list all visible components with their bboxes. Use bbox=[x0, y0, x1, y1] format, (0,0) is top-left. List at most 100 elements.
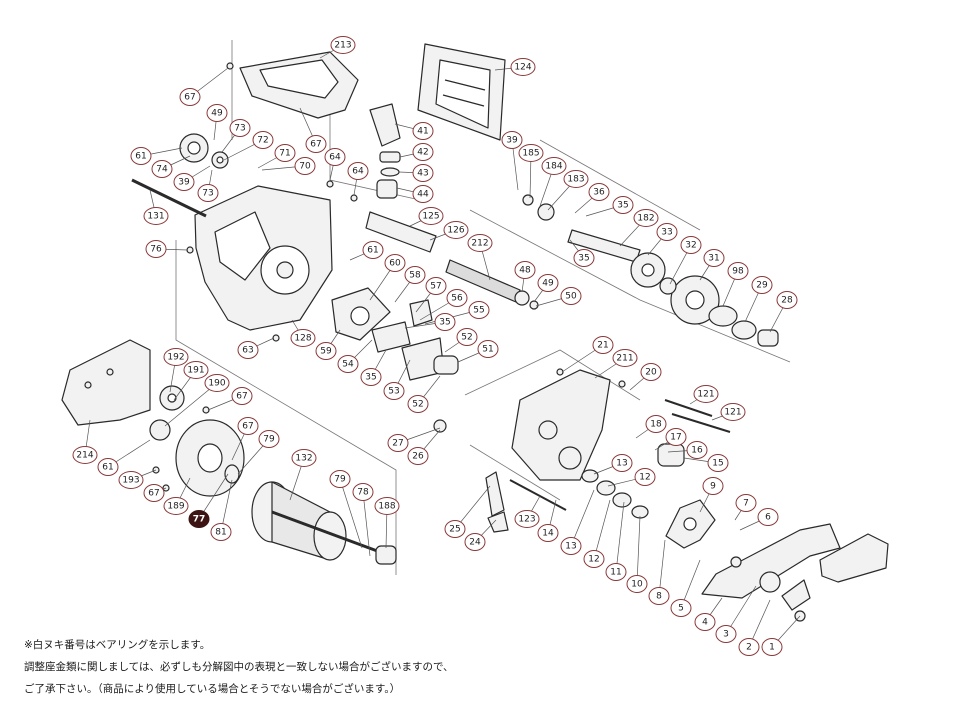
callout-number: 51 bbox=[482, 345, 493, 355]
callout-number: 6 bbox=[765, 513, 771, 523]
part-callout-13: 13 bbox=[560, 537, 582, 555]
callout-oval bbox=[456, 328, 478, 346]
part-callout-78: 78 bbox=[352, 483, 374, 501]
part-callout-211: 211 bbox=[612, 349, 638, 367]
part-callout-24: 24 bbox=[464, 533, 486, 551]
callout-oval bbox=[374, 497, 400, 515]
callout-oval bbox=[645, 415, 667, 433]
callout-number: 182 bbox=[637, 214, 654, 224]
part-callout-61: 61 bbox=[362, 241, 384, 259]
part-callout-193: 193 bbox=[118, 471, 144, 489]
handle-knob-part bbox=[819, 533, 889, 583]
part-callout-67: 67 bbox=[305, 135, 327, 153]
callout-oval bbox=[751, 276, 773, 294]
callout-oval bbox=[352, 483, 374, 501]
callout-oval bbox=[188, 510, 210, 528]
callout-oval bbox=[514, 510, 540, 528]
callout-oval bbox=[612, 349, 638, 367]
callout-oval bbox=[315, 342, 337, 360]
callout-oval bbox=[324, 148, 346, 166]
callout-oval bbox=[735, 494, 757, 512]
callout-number: 79 bbox=[263, 435, 275, 445]
callout-number: 67 bbox=[148, 489, 159, 499]
part-callout-31: 31 bbox=[703, 249, 725, 267]
assembly-guide-lines bbox=[175, 40, 791, 575]
callout-number: 124 bbox=[514, 63, 531, 73]
part-callout-15: 15 bbox=[707, 454, 729, 472]
callout-number: 17 bbox=[670, 433, 681, 443]
part-callout-189: 189 bbox=[163, 497, 189, 515]
callout-oval bbox=[563, 170, 589, 188]
callout-number: 185 bbox=[522, 149, 539, 159]
callout-number: 11 bbox=[610, 568, 621, 578]
callout-oval bbox=[611, 454, 633, 472]
callout-oval bbox=[97, 458, 119, 476]
callout-number: 61 bbox=[102, 463, 113, 473]
callout-number: 67 bbox=[236, 392, 247, 402]
callout-number: 191 bbox=[187, 366, 204, 376]
callout-oval bbox=[387, 434, 409, 452]
callout-number: 73 bbox=[234, 124, 245, 134]
part-callout-39: 39 bbox=[173, 173, 195, 191]
leader-line-12 bbox=[593, 499, 611, 560]
callout-oval bbox=[757, 508, 779, 526]
callout-number: 189 bbox=[167, 502, 184, 512]
part-callout-73: 73 bbox=[197, 184, 219, 202]
callout-number: 184 bbox=[545, 162, 562, 172]
callout-oval bbox=[163, 348, 189, 366]
callout-oval bbox=[464, 533, 486, 551]
diagram-notes: ※白ヌキ番号はベアリングを示します。 調整座金類に関しましては、必ずしも分解図中… bbox=[24, 634, 924, 700]
part-callout-70: 70 bbox=[294, 157, 316, 175]
callout-number: 24 bbox=[469, 538, 481, 548]
bearing-note: ※白ヌキ番号はベアリングを示します。 bbox=[24, 639, 211, 651]
callout-oval bbox=[360, 368, 382, 386]
callout-number: 50 bbox=[565, 292, 577, 302]
callout-oval bbox=[362, 241, 384, 259]
callout-oval bbox=[738, 638, 760, 656]
callout-oval bbox=[693, 385, 719, 403]
right-side-frame-part bbox=[511, 369, 611, 481]
callout-number: 77 bbox=[193, 515, 206, 525]
part-callout-131: 131 bbox=[143, 207, 169, 225]
part-callout-121: 121 bbox=[693, 385, 719, 403]
callout-number: 72 bbox=[257, 136, 268, 146]
callout-oval bbox=[412, 185, 434, 203]
part-callout-9: 9 bbox=[702, 477, 724, 495]
callout-oval bbox=[210, 523, 232, 541]
callout-number: 8 bbox=[656, 592, 662, 602]
callout-oval bbox=[588, 183, 610, 201]
part-callout-126: 126 bbox=[443, 221, 469, 239]
callout-oval bbox=[425, 277, 447, 295]
callout-number: 26 bbox=[412, 452, 424, 462]
callout-oval bbox=[514, 261, 536, 279]
part-callout-53: 53 bbox=[383, 382, 405, 400]
callout-oval bbox=[592, 336, 614, 354]
part-callout-32: 32 bbox=[680, 236, 702, 254]
callout-number: 56 bbox=[451, 294, 463, 304]
callout-oval bbox=[231, 387, 253, 405]
callout-oval bbox=[237, 417, 259, 435]
callout-oval bbox=[258, 430, 280, 448]
callout-oval bbox=[776, 291, 798, 309]
callout-number: 70 bbox=[299, 162, 311, 172]
callout-oval bbox=[197, 184, 219, 202]
part-callout-67: 67 bbox=[231, 387, 253, 405]
callout-oval bbox=[694, 613, 716, 631]
adjustment-washer-note: 調整座金類に関しましては、必ずしも分解図中の表現と一致しない場合がございますので… bbox=[24, 661, 454, 673]
part-callout-16: 16 bbox=[686, 441, 708, 459]
callout-number: 190 bbox=[208, 379, 225, 389]
callout-oval bbox=[434, 313, 456, 331]
callout-number: 13 bbox=[616, 459, 627, 469]
callout-number: 60 bbox=[389, 259, 401, 269]
callout-number: 12 bbox=[639, 473, 650, 483]
callout-oval bbox=[510, 58, 536, 76]
part-callout-39: 39 bbox=[501, 131, 523, 149]
part-callout-124: 124 bbox=[510, 58, 536, 76]
part-callout-184: 184 bbox=[541, 157, 567, 175]
callout-oval bbox=[412, 122, 434, 140]
callout-oval bbox=[656, 223, 678, 241]
callout-oval bbox=[384, 254, 406, 272]
part-callout-41: 41 bbox=[412, 122, 434, 140]
callout-number: 20 bbox=[645, 368, 657, 378]
part-callout-61: 61 bbox=[97, 458, 119, 476]
